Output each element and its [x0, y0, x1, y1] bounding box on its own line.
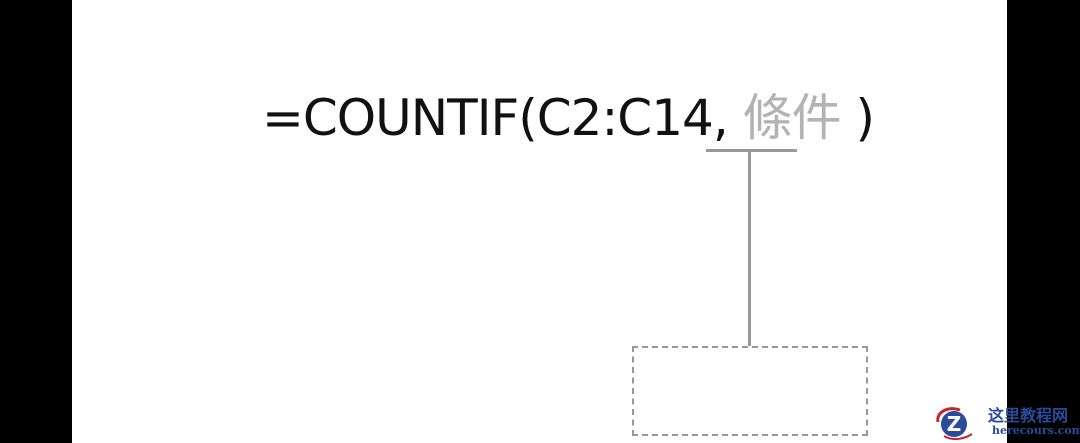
watermark-url: herecours.com: [992, 424, 1080, 437]
formula-text: =COUNTIF(C2:C14, 條件 ): [262, 88, 876, 148]
svg-text:Z: Z: [947, 412, 962, 436]
slide: [72, 0, 1007, 443]
watermark-logo-icon: Z: [936, 407, 972, 440]
watermark-title: 这里教程网: [988, 406, 1069, 425]
connector-line: [748, 150, 751, 346]
watermark: Z 这里教程网 herecours.com: [932, 400, 1080, 443]
formula-argument: 條件: [742, 89, 842, 147]
placeholder-box: [632, 346, 868, 436]
formula-suffix: ): [840, 89, 876, 147]
formula-prefix: =COUNTIF(C2:C14,: [262, 89, 743, 147]
argument-underline: [706, 149, 797, 152]
